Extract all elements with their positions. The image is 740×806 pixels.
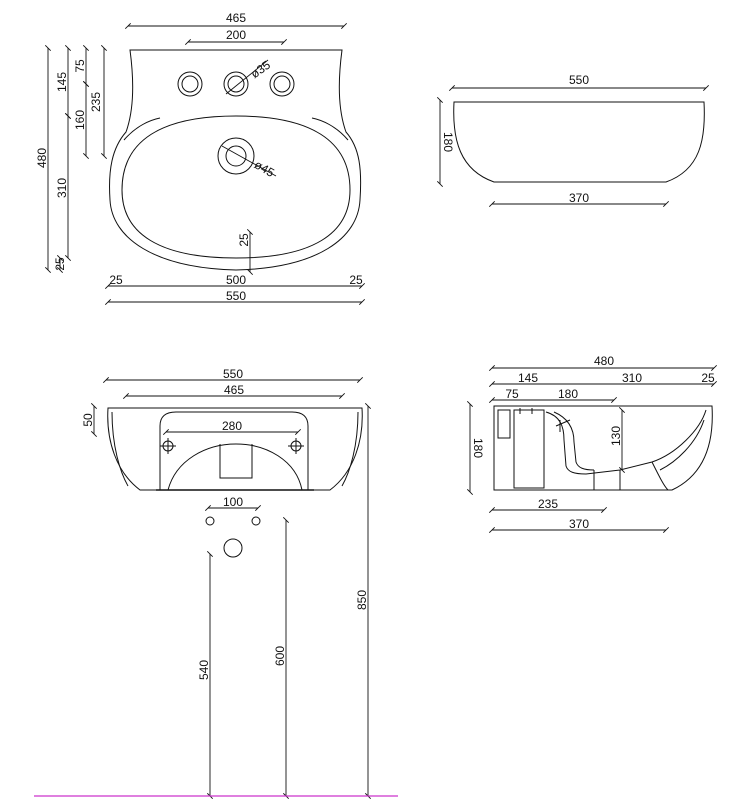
label-section-back: 145 (518, 371, 538, 385)
label-section-tap-basin: 180 (558, 387, 578, 401)
section-outline (493, 405, 713, 491)
side-section: 480 145 310 25 75 180 180 130 235 370 (466, 354, 718, 534)
label-section-basin-depth: 130 (609, 426, 623, 446)
label-depth-total: 480 (35, 148, 49, 168)
label-left-rim: 25 (109, 273, 123, 287)
label-fixing-height: 600 (273, 646, 287, 666)
label-elev-overall: 550 (223, 367, 243, 381)
trap (219, 444, 253, 479)
label-tap-hole: ø35 (248, 58, 273, 82)
label-to-tap-row: 145 (55, 72, 69, 92)
label-section-bottom: 370 (569, 517, 589, 531)
label-section-front: 25 (701, 371, 715, 385)
tap-hole-left (177, 71, 203, 97)
label-overall-width: 550 (226, 289, 246, 303)
label-top-width: 465 (226, 11, 246, 25)
label-section-tap: 75 (505, 387, 519, 401)
label-right-rim: 25 (349, 273, 363, 287)
label-fixing-spacing: 280 (222, 419, 242, 433)
label-rim-height: 50 (81, 413, 95, 427)
fixing-bolt-left (160, 438, 176, 454)
label-section-height: 180 (471, 438, 485, 458)
label-to-waste: 235 (89, 92, 103, 112)
waste-outlet (223, 538, 243, 558)
fixing-bolt-right (288, 438, 304, 454)
label-section-basin: 310 (622, 371, 642, 385)
front-view: 550 180 370 (436, 73, 710, 208)
basin-outline-front (453, 101, 705, 183)
section-basin (545, 409, 707, 475)
label-basin-width: 500 (226, 273, 246, 287)
basin-outline-top (109, 49, 362, 271)
waste-hole (217, 137, 255, 175)
label-front-width: 550 (569, 73, 589, 87)
rim-arc-right (311, 117, 349, 141)
label-section-depth: 480 (594, 354, 614, 368)
basin-bowl-top (121, 115, 351, 259)
label-section-waste: 235 (538, 497, 558, 511)
pedestal-hole-right (251, 516, 261, 526)
tap-hole-right (269, 71, 295, 97)
label-front-rim: 25 (53, 257, 67, 271)
top-view: ø35 ø45 465 200 480 145 75 160 235 310 2… (35, 11, 366, 306)
tap-hole-center (223, 71, 249, 97)
back-panel (159, 411, 309, 490)
basin-elevation-outline (107, 407, 363, 491)
label-tap-row-offset: 75 (73, 59, 87, 73)
label-front-height: 180 (441, 132, 455, 152)
pedestal-hole-left (205, 516, 215, 526)
label-waste-hole: ø45 (252, 157, 277, 180)
front-elevation: 550 465 50 280 100 540 600 850 (34, 367, 398, 800)
label-to-basin-edge: 160 (73, 110, 87, 130)
label-tap-spacing: 200 (226, 28, 246, 42)
label-basin-depth: 310 (55, 178, 69, 198)
label-front-rim-inner: 25 (237, 233, 251, 247)
rim-arc-left (123, 117, 161, 141)
label-pedestal-holes: 100 (223, 495, 243, 509)
label-waste-height: 540 (197, 660, 211, 680)
label-rim-height-total: 850 (355, 590, 369, 610)
label-front-bottom: 370 (569, 191, 589, 205)
label-elev-top: 465 (224, 383, 244, 397)
